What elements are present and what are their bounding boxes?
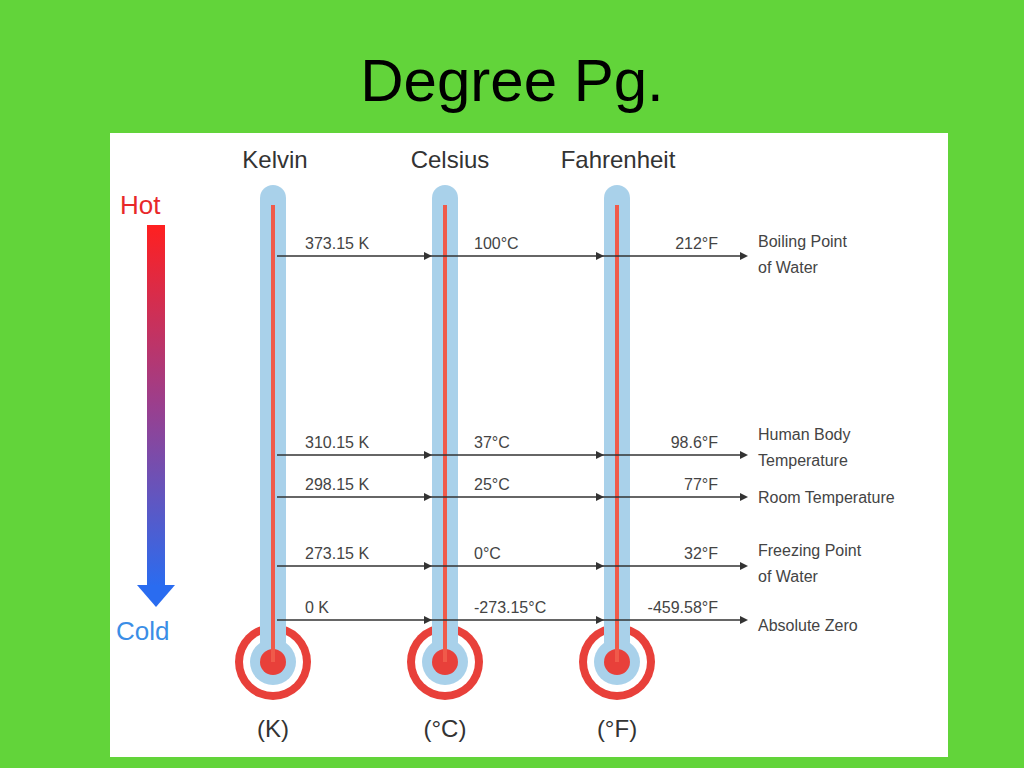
point-description: Boiling Point of Water: [758, 229, 858, 281]
hot-cold-bar: [147, 225, 165, 587]
fahrenheit-thermometer: [579, 185, 655, 700]
kelvin-value: 298.15 K: [305, 475, 415, 494]
hot-label: Hot: [120, 190, 190, 220]
point-description: Freezing Point of Water: [758, 538, 873, 590]
kelvin-thermometer: [235, 185, 311, 700]
cold-arrowhead: [137, 585, 175, 607]
kelvin-value: 373.15 K: [305, 234, 415, 253]
fahrenheit-value: 212°F: [624, 234, 718, 253]
point-description: Human Body Temperature: [758, 422, 873, 474]
unit-label: (°C): [395, 714, 495, 744]
arrowheads: [424, 252, 748, 624]
unit-label: (°F): [567, 714, 667, 744]
fahrenheit-value: 32°F: [624, 544, 718, 563]
cold-label: Cold: [116, 616, 196, 646]
point-description: Absolute Zero: [758, 613, 943, 639]
fahrenheit-value: -459.58°F: [624, 598, 718, 617]
celsius-value: 100°C: [474, 234, 584, 253]
celsius-value: 37°C: [474, 433, 584, 452]
kelvin-value: 273.15 K: [305, 544, 415, 563]
kelvin-value: 0 K: [305, 598, 415, 617]
temperature-lines: [277, 256, 742, 620]
kelvin-value: 310.15 K: [305, 433, 415, 452]
fahrenheit-value: 77°F: [624, 475, 718, 494]
scale-heading: Fahrenheit: [543, 145, 693, 175]
scale-heading: Celsius: [375, 145, 525, 175]
unit-label: (K): [223, 714, 323, 744]
point-description: Room Temperature: [758, 485, 943, 511]
scale-heading: Kelvin: [200, 145, 350, 175]
celsius-value: -273.15°C: [474, 598, 584, 617]
page-title: Degree Pg.: [112, 46, 912, 116]
celsius-value: 25°C: [474, 475, 584, 494]
celsius-thermometer: [407, 185, 483, 700]
celsius-value: 0°C: [474, 544, 584, 563]
fahrenheit-value: 98.6°F: [624, 433, 718, 452]
white-panel: [110, 133, 948, 757]
